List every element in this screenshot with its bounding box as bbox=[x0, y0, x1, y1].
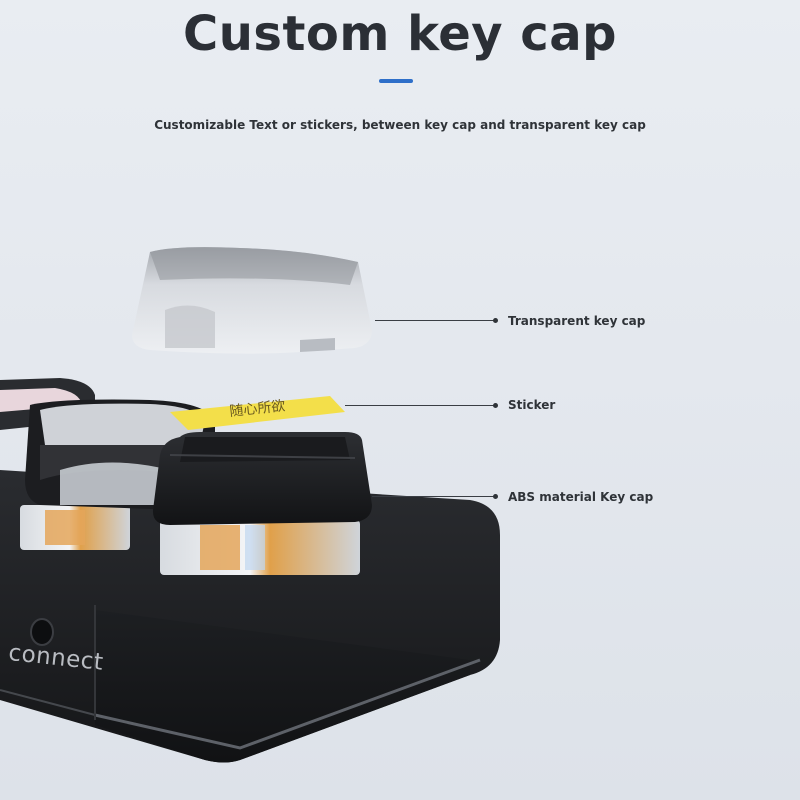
sticker-leader bbox=[345, 405, 495, 406]
page-subtitle: Customizable Text or stickers, between k… bbox=[154, 118, 646, 132]
abs-keycap bbox=[152, 432, 372, 525]
switch-right bbox=[160, 520, 360, 575]
page-title: Custom key cap bbox=[182, 6, 617, 62]
abs-keycap-leader bbox=[372, 496, 495, 497]
transparent-keycap-leader bbox=[375, 320, 495, 321]
switch-left bbox=[20, 505, 130, 550]
transparent-keycap bbox=[132, 247, 372, 354]
abs-keycap-dot bbox=[493, 494, 498, 499]
svg-text:随心所欲: 随心所欲 bbox=[229, 398, 286, 420]
connect-button bbox=[30, 618, 54, 646]
transparent-keycap-label: Transparent key cap bbox=[508, 314, 646, 328]
sticker-graphic: 随心所欲 bbox=[170, 396, 345, 430]
title-underline bbox=[379, 79, 413, 83]
sticker-dot bbox=[493, 403, 498, 408]
transparent-keycap-dot bbox=[493, 318, 498, 323]
sticker-label: Sticker bbox=[508, 398, 556, 412]
abs-keycap-label: ABS material Key cap bbox=[508, 490, 654, 504]
